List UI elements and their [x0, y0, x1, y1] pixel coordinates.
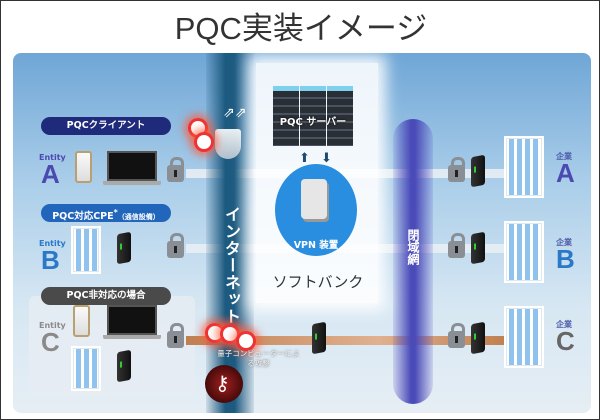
- entity-word: Entity: [39, 153, 66, 162]
- entity-letter-a: A: [41, 159, 60, 189]
- entity-word: Entity: [39, 321, 66, 330]
- corporation-word: 企業: [556, 320, 572, 329]
- deflect-arrows-icon: ⇗⇗: [223, 105, 247, 121]
- entity-letter-c: C: [41, 327, 60, 357]
- quantum-attack-icon: [205, 365, 243, 403]
- internet-band: [206, 53, 254, 413]
- router-icon: [471, 321, 485, 355]
- server-icon: [327, 86, 353, 146]
- pill-note: （通信設備）: [117, 213, 160, 222]
- lock-icon: [167, 157, 184, 182]
- laptop-icon: [103, 151, 161, 185]
- smartphone-icon: [75, 151, 92, 183]
- attack-burst-icon: [197, 135, 211, 149]
- router-icon: [471, 154, 485, 188]
- page-title: PQC実装イメージ: [174, 11, 428, 46]
- entity-word: Entity: [39, 239, 66, 248]
- building-icon: [71, 226, 101, 274]
- lock-icon: [167, 323, 184, 348]
- attack-burst-icon: [191, 121, 205, 135]
- pill-pqc-cpe: PQC対応CPE*（通信設備）: [41, 204, 171, 222]
- router-icon: [471, 231, 485, 265]
- router-icon: [117, 231, 131, 265]
- lock-icon: [448, 233, 465, 258]
- attack-burst-icon: [223, 327, 237, 341]
- pill-pqc-client: PQCクライアント: [41, 117, 171, 135]
- arrow-up-icon: ⬆: [299, 151, 310, 166]
- corporation-letter-b: B: [556, 244, 575, 274]
- attack-burst-icon: [208, 326, 222, 340]
- lock-icon: [448, 323, 465, 348]
- closed-network-label: 閉域網: [406, 229, 420, 265]
- pill-label: PQC対応CPE: [52, 211, 114, 223]
- arrow-down-icon: ⬇: [321, 151, 332, 166]
- softbank-label: ソフトバンク: [272, 273, 364, 291]
- vpn-device-icon: [301, 179, 327, 219]
- router-icon: [312, 321, 326, 355]
- connection-line-c: [186, 336, 506, 345]
- server-icon: [300, 86, 326, 146]
- pill-pqc-unsupported: PQC非対応の場合: [41, 287, 171, 305]
- pqc-server-label: PQC サーバー: [279, 117, 347, 128]
- laptop-icon: [103, 305, 161, 339]
- entity-letter-b: B: [41, 245, 60, 275]
- vpn-label: VPN 装置: [293, 240, 339, 251]
- router-icon: [117, 349, 131, 383]
- corporation-letter-a: A: [556, 158, 575, 188]
- corporation-letter-c: C: [556, 326, 575, 356]
- internet-label: インターネット: [222, 206, 241, 325]
- corporation-word: 企業: [556, 238, 572, 247]
- smartphone-icon: [73, 305, 90, 337]
- building-icon: [504, 221, 544, 283]
- closed-network-band: [393, 119, 433, 404]
- shield-icon: [215, 129, 241, 159]
- attack-label: 量子コンピューターによる攻撃: [217, 349, 300, 368]
- lock-icon: [167, 233, 184, 258]
- server-icon: [273, 86, 299, 146]
- building-icon: [504, 136, 544, 198]
- corporation-word: 企業: [556, 152, 572, 161]
- attack-burst-icon: [239, 334, 253, 348]
- pill-footnote-mark: *: [113, 208, 118, 217]
- building-icon: [504, 306, 544, 368]
- key-icon: ⚷: [215, 371, 230, 395]
- building-icon: [71, 346, 101, 391]
- lock-icon: [448, 157, 465, 182]
